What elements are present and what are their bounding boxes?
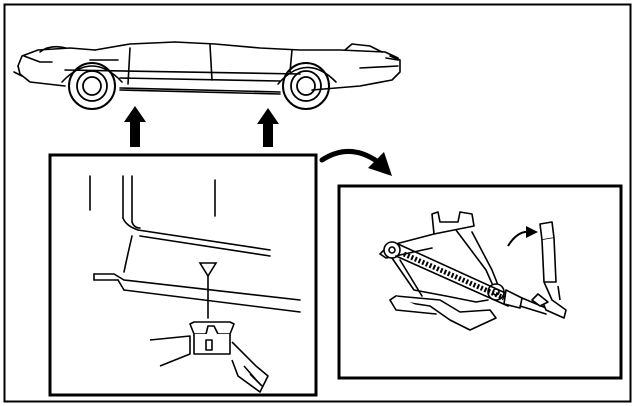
rotation-arrow-icon <box>507 226 538 247</box>
scissor-jack-detail <box>337 184 623 380</box>
up-arrow-icon <box>257 108 279 147</box>
car-icon <box>13 41 401 95</box>
front-wheel-icon <box>68 62 116 110</box>
jack-head-icon <box>149 321 269 393</box>
triangle-marker-icon <box>198 262 218 278</box>
curved-arrow-icon <box>319 149 392 176</box>
scissor-jack-icon <box>379 211 547 331</box>
jack-point-detail <box>48 153 318 397</box>
up-arrow-icon <box>124 106 146 147</box>
jack-handle-icon <box>531 221 567 319</box>
rear-wheel-icon <box>282 62 330 110</box>
outer-border <box>3 3 632 403</box>
